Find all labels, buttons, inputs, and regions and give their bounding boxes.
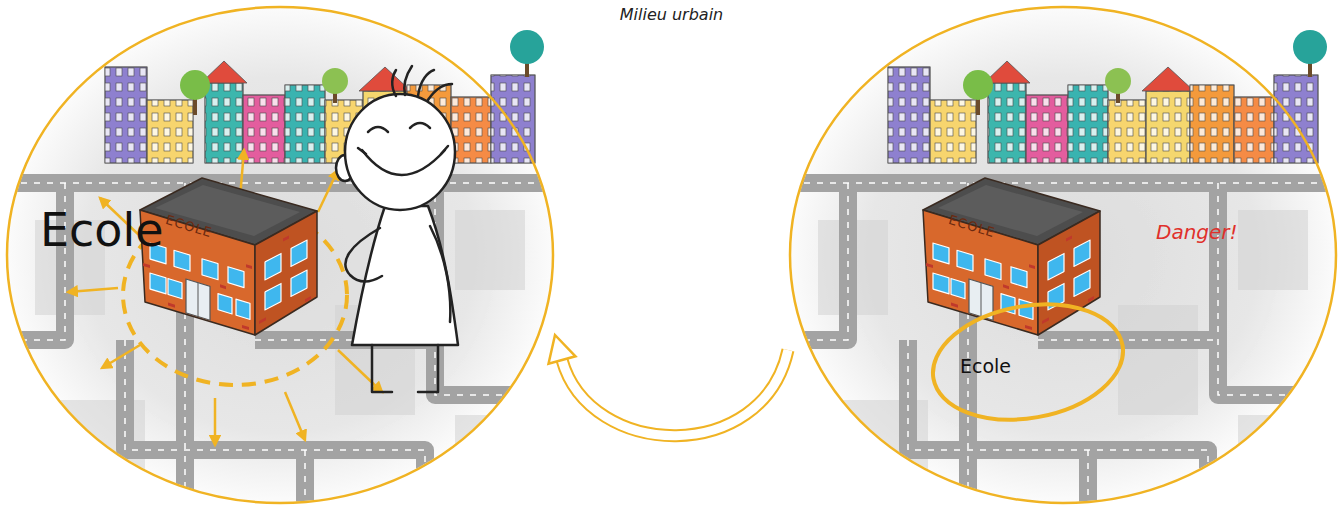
radiating-arrows [102,345,140,368]
radiating-arrows [214,398,217,445]
arrow-head [549,335,576,364]
scene-circle: Danger! Ecole [788,5,1338,505]
radiating-arrows [68,288,118,292]
smiling-character [345,94,455,210]
school-zone-ellipse: Ecole [928,298,1128,426]
scene-circle: Ecole [5,5,555,505]
smiling-character [352,206,458,345]
school-building [923,178,1100,335]
node-label: Ecole [960,356,1011,377]
smiling-character [368,123,430,132]
node-border [7,7,553,503]
node-label: Danger! [1156,221,1238,243]
node-outline [928,298,1128,426]
smiling-character [392,66,452,100]
smiling-character [336,66,458,392]
smiling-character [345,228,382,282]
node-border [924,290,1133,434]
city-scene [0,8,565,508]
arrow-body [562,350,788,436]
node-outline [788,5,1338,505]
radiating-arrows [285,392,305,440]
radiating-arrows [318,170,338,212]
radiating-arrows [68,150,382,445]
city-scene [778,8,1343,508]
arrow-fill [562,350,788,436]
smiling-character [372,345,438,392]
arrow-outline [562,350,788,436]
smiling-character [430,226,450,322]
node-border [790,7,1336,503]
smiling-character [362,150,445,175]
curved-arrow [549,335,788,436]
school-building [140,178,317,335]
node-label: Ecole [40,205,164,256]
smiling-character [358,146,448,154]
diagram-title: Milieu urbain [0,6,1343,24]
radiating-arrows [338,350,382,392]
